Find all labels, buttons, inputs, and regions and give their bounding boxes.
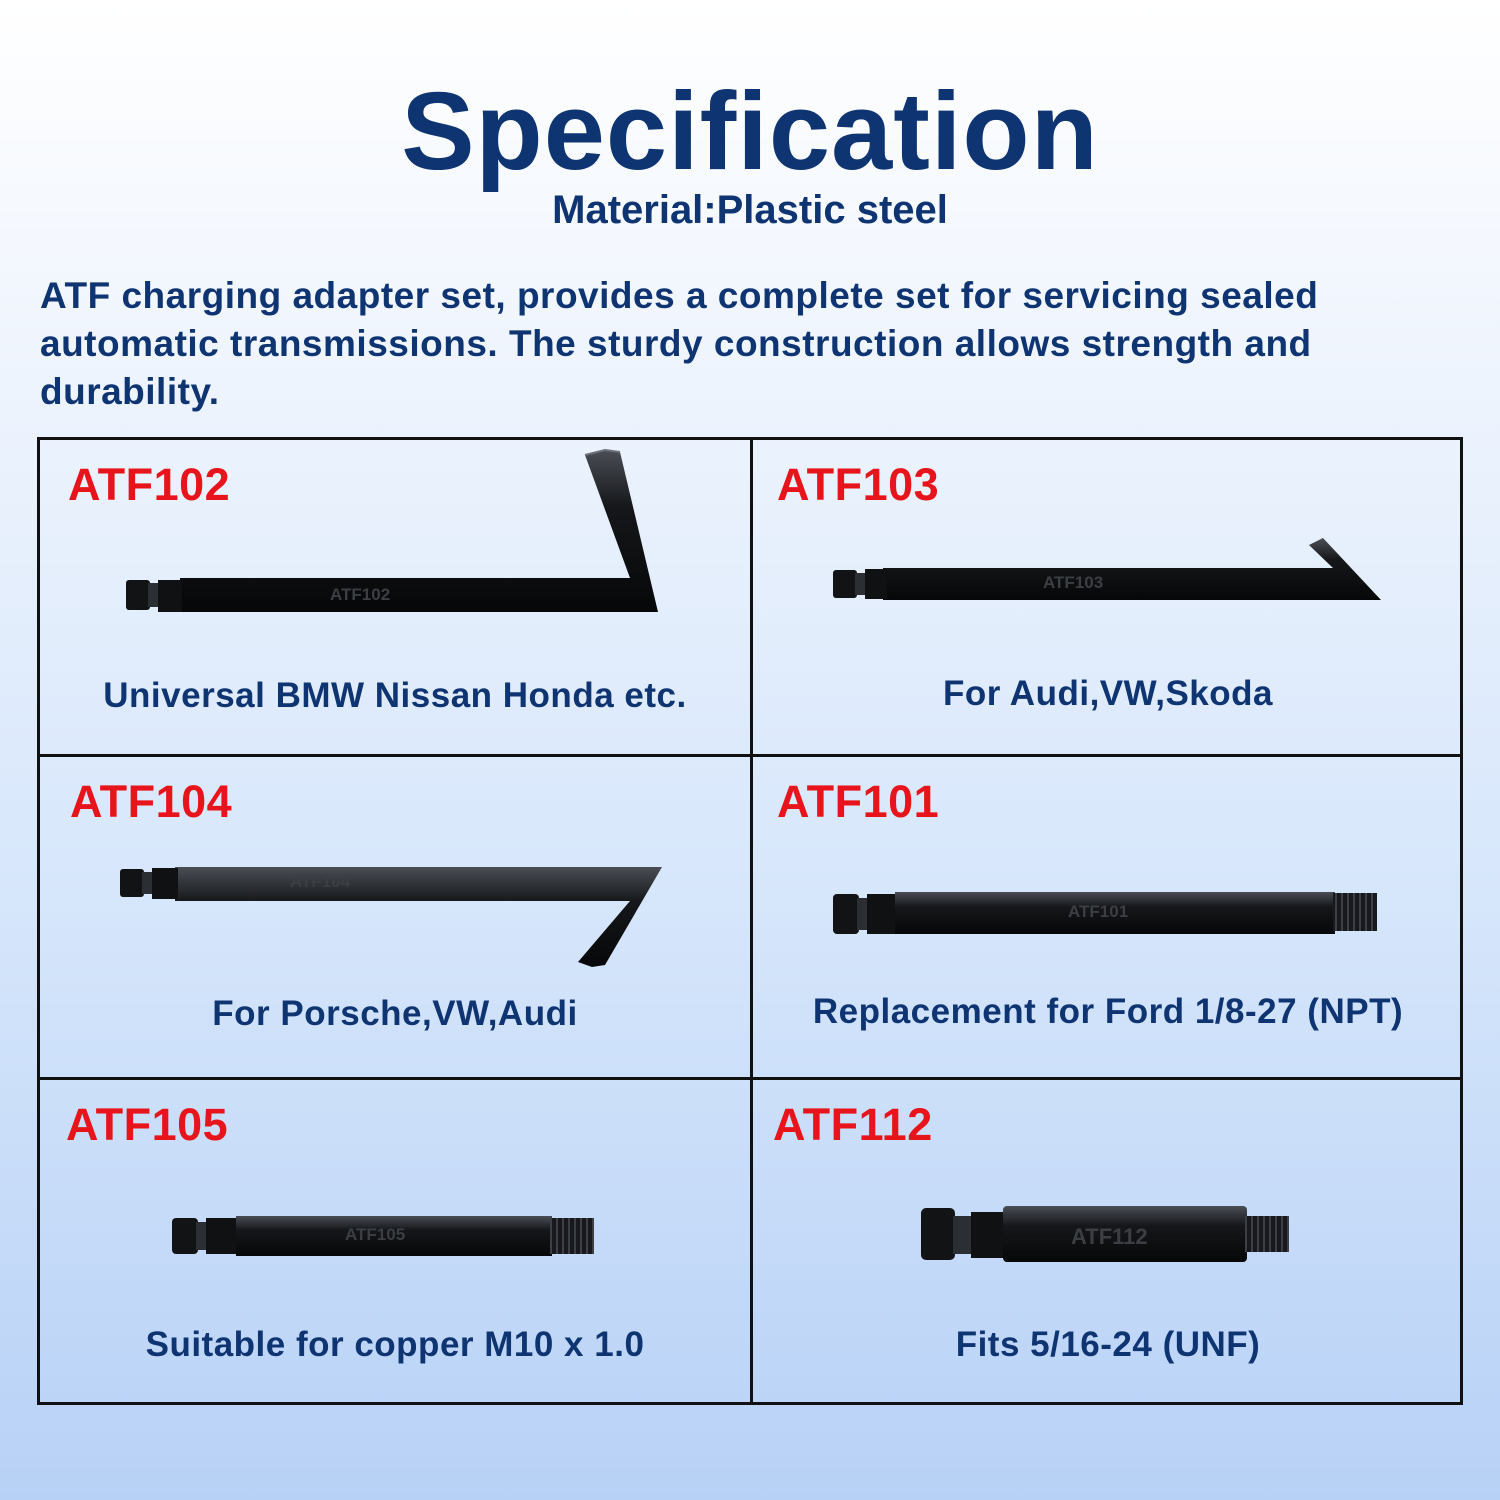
adapter-code: ATF102 [68,459,231,510]
adapter-code: ATF101 [777,776,940,827]
adapter-image-atf104: ATF104 [120,867,662,967]
adapter-cell-atf102: ATF102 ATF102 Universal BMW Nissan Honda… [40,440,750,754]
adapter-cell-atf104: ATF104 ATF104 For Porsche,VW,Audi [40,757,750,1077]
engraving-atf112: ATF112 [1071,1224,1148,1249]
adapter-image-atf105: ATF105 [172,1216,594,1256]
engraving-atf104: ATF104 [290,872,351,891]
adapter-caption: Fits 5/16-24 (UNF) [955,1325,1261,1364]
adapter-cell-atf105: ATF105 ATF105 Suitable for copper M10 x [40,1080,750,1402]
material-subtitle: Material:Plastic steel [552,188,948,232]
product-description: ATF charging adapter set, provides a com… [40,275,1319,412]
adapter-code: ATF104 [70,776,233,827]
adapter-code: ATF112 [773,1099,933,1150]
grid-divider-horizontal-2 [40,1077,1460,1080]
adapter-caption: Suitable for copper M10 x 1.0 [145,1325,645,1364]
adapter-caption: Replacement for Ford 1/8-27 (NPT) [812,992,1404,1031]
adapter-code: ATF105 [66,1099,229,1150]
engraving-atf105: ATF105 [345,1225,405,1244]
adapter-caption: For Audi,VW,Skoda [943,674,1273,713]
grid-divider-vertical [750,440,753,1402]
adapter-cell-atf103: ATF103 ATF103 For Audi,VW,Skoda [753,440,1463,754]
adapter-caption: Universal BMW Nissan Honda etc. [103,676,687,715]
grid-divider-horizontal-1 [40,754,1460,757]
adapter-grid: ATF102 ATF102 Universal BMW Nissan Honda… [37,437,1463,1405]
adapter-cell-atf112: ATF112 ATF112 Fits 5/16-24 (UNF) [753,1080,1463,1402]
engraving-atf103: ATF103 [1043,573,1103,592]
engraving-atf102: ATF102 [330,585,390,604]
adapter-image-atf102: ATF102 [126,448,658,612]
adapter-cell-atf101: ATF101 ATF101 Replacement for Ford 1/8-2 [753,757,1463,1077]
page-title: Specification [401,70,1099,193]
engraving-atf101: ATF101 [1068,902,1128,921]
adapter-code: ATF103 [777,459,940,510]
adapter-image-atf101: ATF101 [833,892,1377,934]
adapter-image-atf103: ATF103 [833,538,1381,600]
adapter-image-atf112: ATF112 [921,1206,1289,1262]
adapter-caption: For Porsche,VW,Audi [212,994,578,1033]
